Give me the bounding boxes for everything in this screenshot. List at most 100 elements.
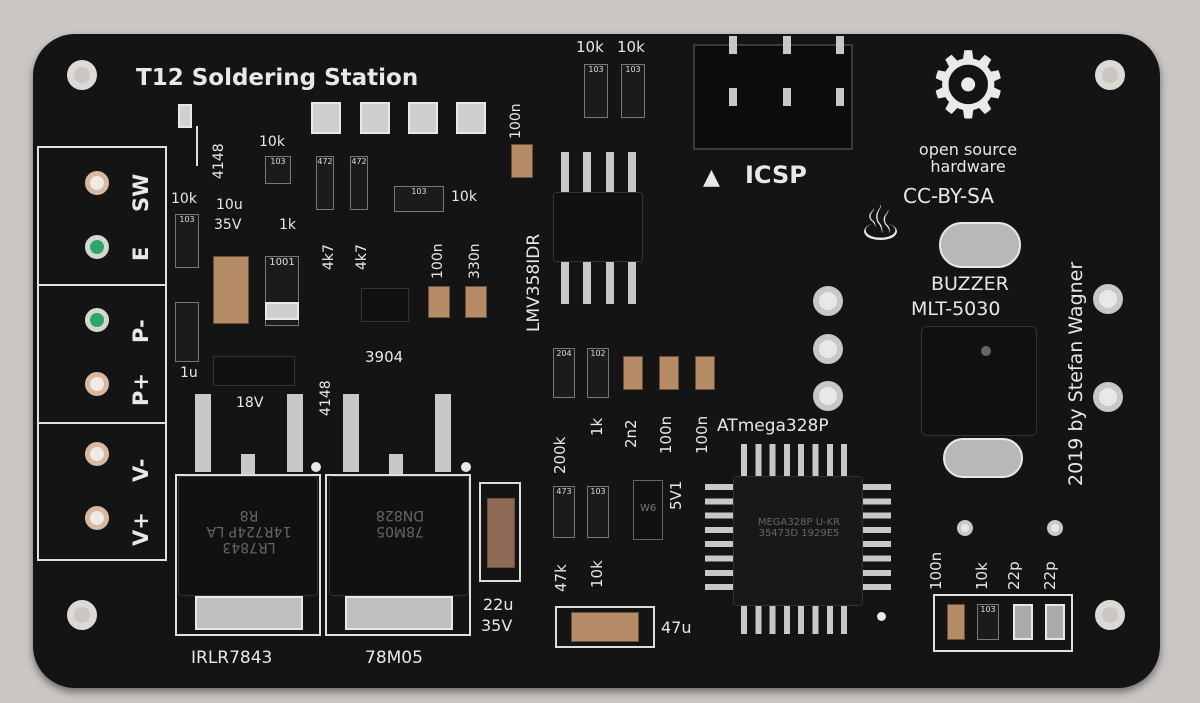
label-100n-a: 100n [430,243,446,279]
capacitor-22p [1045,604,1065,640]
resistor-204: 204 [553,348,575,398]
through-hole [813,334,843,364]
ic-pin [583,152,591,192]
label-10k-top-a: 10k [576,38,604,56]
pin1-dot [461,462,471,472]
credit-text: 2019 by Stefan Wagner [1065,261,1087,486]
passives-outline [933,594,1073,652]
resistor-472: 472 [316,156,334,210]
label-4k7-b: 4k7 [354,244,370,270]
ic-pin [628,152,636,192]
terminal-pad-p-plus [85,372,109,396]
opamp-lmv358idr [553,192,643,262]
label-10k-a: 10k [259,134,285,150]
icsp-pin [836,36,844,54]
label-330n: 330n [467,243,483,279]
terminal-pad-sw [85,171,109,195]
mcu-pin-row-right [863,484,891,598]
header-pad [360,102,390,134]
capacitor-22p [1013,604,1033,640]
ic-pin [606,262,614,304]
terminal-divider [37,422,167,424]
header-pad [311,102,341,134]
terminal-label-v-minus: V- [129,458,153,482]
capacitor-330n [465,286,487,318]
label-4148-bottom: 4148 [318,380,334,416]
capacitor-22u-outline [479,482,521,582]
mcu-pin-row-top [741,444,855,476]
capacitor-47u [571,612,639,642]
label-1k: 1k [279,217,297,233]
capacitor-100n-top [511,144,533,178]
terminal-pad-e [85,235,109,259]
diode-4148-top-pad [178,104,192,128]
label-5v1: 5V1 [667,480,685,510]
regulator-lead [435,394,451,472]
resistor-marking: 102 [590,349,606,358]
terminal-pad-v-plus [85,506,109,530]
resistor-marking: 103 [980,605,996,614]
label-100n-c: 100n [693,415,711,454]
ic-pin [606,152,614,192]
ic-pin [583,262,591,304]
label-22p-a: 22p [1005,561,1023,590]
resistor-marking: 473 [556,487,572,496]
resistor-103: 103 [394,186,444,212]
mosfet-tab [195,596,303,630]
terminal-label-e: E [129,246,153,261]
terminal-divider [37,284,167,286]
ic-pin [628,262,636,304]
mounting-hole-top-left [67,60,97,90]
resistor-marking: 103 [588,65,604,74]
pcb-board: T12 Soldering Station SW E P- P+ V- V+ 4… [33,34,1160,688]
through-hole [813,381,843,411]
terminal-label-v-plus: V+ [129,512,153,546]
label-18v: 18V [236,395,264,411]
resistor-102: 102 [587,348,609,398]
mosfet-lead [195,394,211,472]
mounting-hole-top-right [1095,60,1125,90]
label-4k7-a: 4k7 [321,244,337,270]
resistor-103: 103 [977,604,999,640]
terminal-pad-v-minus [85,442,109,466]
resistor-472: 472 [350,156,368,210]
diode-marking: W6 [640,503,657,514]
resistor-marking: 103 [411,187,427,196]
mosfet-lead [241,454,255,474]
resistor-marking: 1001 [269,257,295,268]
label-10k-c: 10k [451,189,477,205]
resistor-marking: 472 [351,157,367,166]
capacitor-2n2 [623,356,643,390]
zener-diode-5v1: W6 [633,480,663,540]
label-4148-top: 4148 [211,143,227,179]
buzzer-label: BUZZER [931,273,1009,295]
label-1k-b: 1k [588,417,606,436]
board-title: T12 Soldering Station [136,65,419,91]
mcu-pin-row-bottom [741,606,855,634]
resistor-marking: 472 [317,157,333,166]
icsp-pin [729,36,737,54]
license-text: CC-BY-SA [903,184,994,208]
buzzer-hole [981,346,991,356]
resistor-103: 103 [587,486,609,538]
label-47k: 47k [552,564,570,592]
resistor-103: 103 [584,64,608,118]
zener-diode-18v [213,356,295,386]
label-100n-d: 100n [927,551,945,590]
label-47u: 47u [661,618,692,637]
buzzer [921,326,1037,436]
terminal-label-p-plus: P+ [129,373,153,406]
through-hole [813,286,843,316]
capacitor-22u [487,498,515,568]
mosfet-outline [175,474,321,636]
capacitor-47u-outline [555,606,655,648]
label-10k-b: 10k [171,191,197,207]
resistor-pad [265,302,299,320]
resistor-marking: 103 [625,65,641,74]
label-icsp: ICSP [745,161,807,189]
microcontroller-atmega328p: MEGA328P U-KR 35473D 1929E5 [733,476,863,606]
icsp-pin [729,88,737,106]
label-10k-e: 10k [973,562,991,590]
pin1-dot [311,462,321,472]
label-78m05: 78M05 [365,648,423,668]
